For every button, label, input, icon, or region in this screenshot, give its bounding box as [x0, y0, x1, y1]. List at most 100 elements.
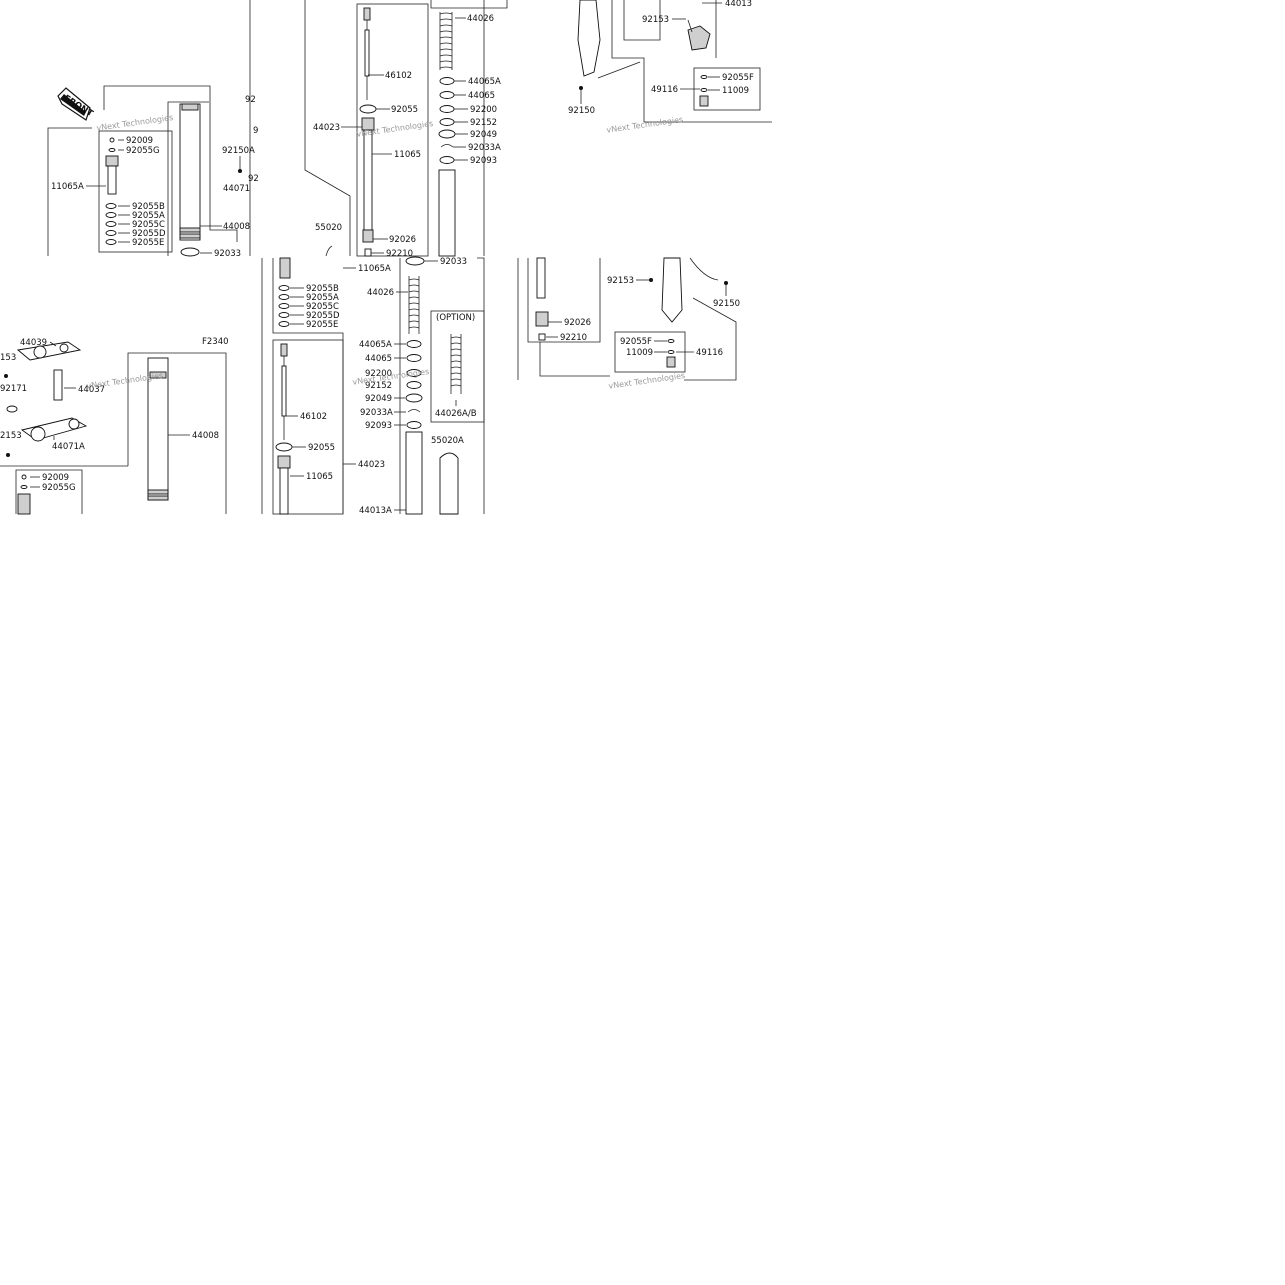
- washer-92171: [6, 405, 18, 413]
- collar-44065: [406, 354, 422, 362]
- collar-44065: [439, 91, 455, 99]
- frame-line: [127, 352, 227, 514]
- part-label: 46102: [300, 412, 327, 422]
- part-label: 44026: [367, 288, 394, 298]
- brake-line: [689, 257, 719, 281]
- part-label: 49116: [651, 85, 678, 95]
- part-label: 92033A: [468, 143, 501, 153]
- collar-44065A: [406, 340, 422, 348]
- part-label: 92210: [386, 249, 413, 259]
- ring-92093: [406, 421, 422, 429]
- leader: [47, 127, 92, 256]
- oring-92055B: [278, 285, 290, 291]
- leaders: [30, 341, 190, 488]
- top-clamp-44039: [16, 341, 82, 361]
- part-label: 92055B: [132, 202, 165, 212]
- part-label: 92009: [126, 136, 153, 146]
- frame-line: [684, 297, 737, 381]
- base-valve-92026: [535, 311, 549, 327]
- clip-92033A: [440, 144, 454, 148]
- detail-box: [15, 469, 83, 514]
- part-label: 92033: [214, 249, 241, 259]
- detail-box: [623, 0, 661, 41]
- fork-leg: [661, 257, 683, 323]
- frame-line: [611, 0, 772, 123]
- frame-line: [477, 257, 485, 514]
- part-label: 44037: [78, 385, 105, 395]
- part-label: 92: [248, 174, 259, 184]
- panel-bottom-left: F2340 44039 153 92171 44037 2153 44071A …: [0, 337, 229, 515]
- cartridge-11065A: [279, 257, 291, 279]
- oring-92055F: [667, 339, 675, 343]
- panel-bottom-middle: 11065A 44026 92055B 92055A 92055C 92055D…: [261, 257, 485, 516]
- part-label: 92150A: [222, 146, 255, 156]
- fork-tube-44008: [179, 103, 201, 257]
- part-label: 44071A: [52, 442, 85, 452]
- bleed-screw: [666, 356, 676, 368]
- part-label: 92171: [0, 384, 27, 394]
- option-box: [430, 310, 485, 423]
- bolt-92153: [4, 374, 8, 378]
- part-label: 92210: [560, 333, 587, 343]
- ring-92055: [275, 442, 293, 452]
- part-label: 92055B: [306, 284, 339, 294]
- part-label: 11009: [722, 86, 749, 96]
- part-label: 92055A: [306, 293, 339, 303]
- part-label: 44065: [468, 91, 495, 101]
- part-label: 92055F: [620, 337, 652, 347]
- spring-44026A-B: [450, 334, 462, 394]
- bolt-92150: [724, 281, 728, 285]
- bottom-clamp-44071A: [20, 417, 88, 442]
- part-label: 44026: [467, 14, 494, 24]
- oring-92055E: [278, 321, 290, 327]
- cartridge-11065A: [105, 137, 119, 245]
- leader: [167, 101, 209, 256]
- outer-tube-44013A: [405, 431, 423, 515]
- part-label: 92055: [391, 105, 418, 115]
- panel-top-left: FRONT: [47, 0, 259, 259]
- cartridge-top: [17, 493, 31, 515]
- spring-44026: [439, 12, 453, 70]
- part-label: 92033: [440, 257, 467, 267]
- part-label: 92055C: [132, 220, 165, 230]
- ring-92152: [439, 118, 455, 126]
- part-label: 92055A: [132, 211, 165, 221]
- part-label: 55020: [315, 223, 342, 233]
- part-label: 92: [245, 95, 256, 105]
- spring-44026: [408, 276, 420, 334]
- detail-box: [430, 0, 508, 9]
- ring-92152: [406, 381, 422, 389]
- leaders: [341, 17, 468, 262]
- bolt-92153: [649, 278, 653, 282]
- part-label: 11009: [626, 348, 653, 358]
- damper-lower: [536, 257, 546, 299]
- front-arrow-icon: FRONT: [57, 87, 95, 121]
- part-label: 92055F: [722, 73, 754, 83]
- guard-55020: [325, 245, 333, 257]
- collar-44065A: [439, 77, 455, 85]
- part-label: 11065: [306, 472, 333, 482]
- part-label: 2153: [0, 431, 22, 441]
- part-label: 92150: [568, 106, 595, 116]
- watermark: vNext Technologies: [606, 115, 684, 135]
- fork-leg-44013: [577, 0, 601, 77]
- part-label: 44023: [358, 460, 385, 470]
- part-label: 92055E: [132, 238, 164, 248]
- figure-code: F2340: [202, 337, 229, 347]
- part-label: 92200: [365, 369, 392, 379]
- detail-box: [272, 339, 344, 515]
- part-label: 92200: [470, 105, 497, 115]
- steering-stem-44037: [53, 369, 63, 401]
- part-label: 44065A: [359, 340, 392, 350]
- guard-55020A: [439, 452, 459, 515]
- part-label: 11065: [394, 150, 421, 160]
- ring-11009: [667, 350, 675, 354]
- part-label: 92049: [365, 394, 392, 404]
- oring-92055D: [278, 312, 290, 318]
- panel-top-middle: 44026 46102 92055 44023 11065 44065A 440…: [304, 0, 508, 267]
- part-label: 92009: [42, 473, 69, 483]
- oring-92055A: [278, 294, 290, 300]
- part-label: 92033A: [360, 408, 393, 418]
- part-label: 55020A: [431, 436, 464, 446]
- part-label: 92055D: [306, 311, 340, 321]
